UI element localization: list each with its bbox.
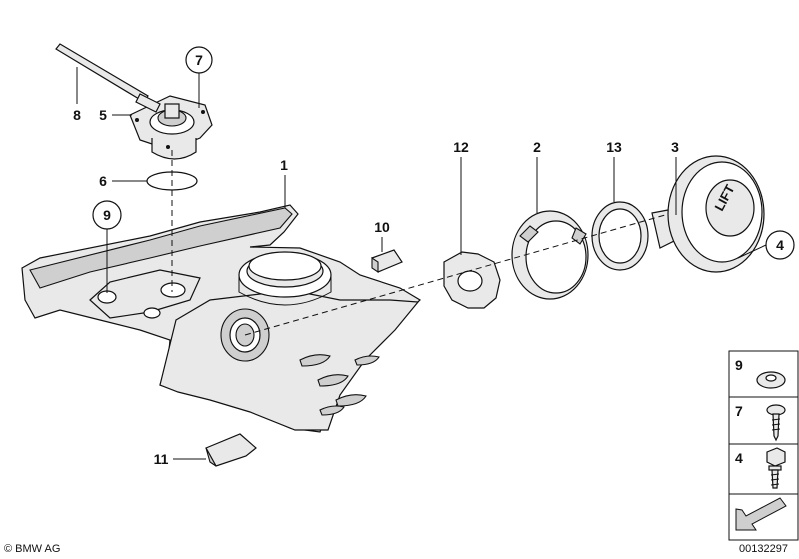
callout-11: 11	[154, 451, 206, 467]
callout-7-top: 7	[185, 46, 213, 108]
legend-label-screw: 7	[735, 403, 743, 419]
direction-arrow-icon	[735, 497, 787, 531]
callout-8: 8	[73, 67, 81, 123]
callout-4-cover: 4	[737, 230, 795, 260]
svg-text:2: 2	[533, 139, 541, 155]
retaining-plate-part	[443, 251, 501, 309]
svg-text:12: 12	[453, 139, 469, 155]
callout-label: 4	[776, 237, 784, 253]
clip-part-10	[371, 249, 403, 274]
tank-carrier-part	[21, 204, 422, 433]
callout-label: 7	[195, 52, 203, 68]
legend-cell-bolt	[728, 443, 799, 495]
svg-text:8: 8	[73, 107, 81, 123]
callout-label: 9	[103, 207, 111, 223]
cable-part	[55, 43, 161, 113]
callout-2: 2	[533, 139, 541, 213]
flange-ring-part	[511, 210, 589, 300]
drawing-number: 00132297	[739, 543, 788, 555]
callout-5: 5	[99, 107, 132, 123]
callout-1: 1	[280, 157, 288, 208]
callout-13: 13	[606, 139, 622, 202]
gasket-part	[591, 201, 649, 271]
hardware-legend: 9 7 4	[728, 350, 799, 541]
svg-text:13: 13	[606, 139, 622, 155]
svg-text:6: 6	[99, 173, 107, 189]
legend-label-washer: 9	[735, 357, 743, 373]
copyright-text: © BMW AG	[4, 543, 60, 555]
washer-icon	[756, 371, 786, 389]
callout-3: 3	[671, 139, 679, 215]
svg-text:3: 3	[671, 139, 679, 155]
screw-icon	[766, 404, 786, 442]
bracket-part-11	[205, 433, 257, 467]
cover-part: LIFT	[651, 155, 765, 273]
assembly-line-axis	[244, 214, 666, 336]
svg-text:11: 11	[154, 451, 169, 467]
legend-cell-screw	[728, 396, 799, 445]
bolt-icon	[766, 447, 786, 489]
legend-label-bolt: 4	[735, 450, 743, 466]
callout-6: 6	[99, 173, 147, 189]
svg-text:1: 1	[280, 157, 288, 173]
svg-text:5: 5	[99, 107, 107, 123]
callout-10: 10	[374, 219, 390, 252]
callout-9-body: 9	[92, 200, 122, 293]
sending-unit-part	[129, 95, 213, 160]
callout-12: 12	[453, 139, 469, 255]
svg-text:10: 10	[374, 219, 390, 235]
